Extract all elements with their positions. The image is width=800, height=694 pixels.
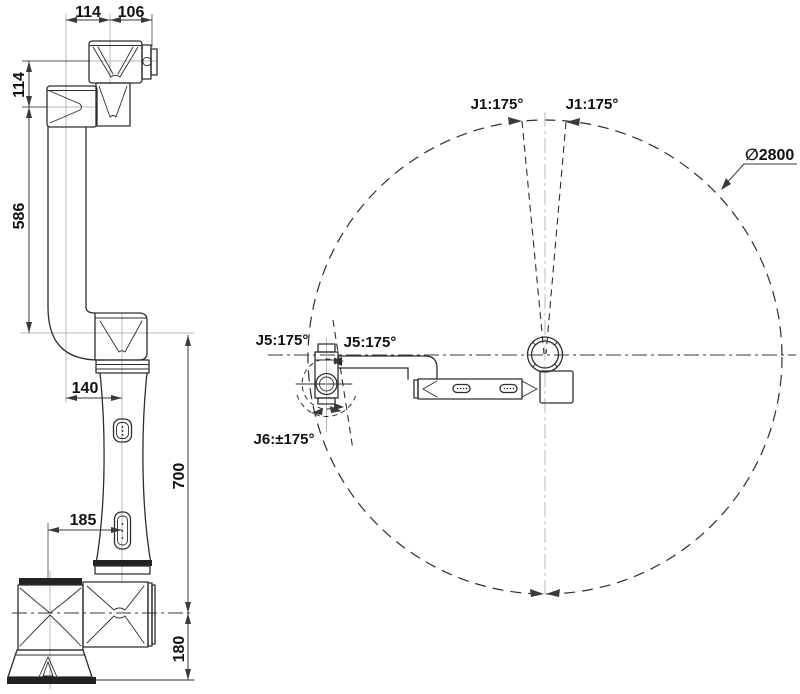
column-base-band: [93, 560, 152, 566]
j5-inner-label: J5:175°: [344, 334, 397, 351]
forearm-and-elbow: [47, 126, 150, 374]
wrist-assembly: [46, 40, 158, 128]
dim-label-base-offset: 185: [70, 512, 97, 529]
dim-label-forearm: 586: [11, 203, 28, 230]
envelope-diameter-label: ∅2800: [745, 147, 794, 164]
j1-left-label: J1:175°: [471, 96, 524, 113]
j5-j6-annotation: J5:175° J5:175° J6:±175°: [254, 319, 397, 451]
dim-label-elbow-offset: 140: [72, 380, 99, 397]
base-bottom-band: [7, 677, 96, 684]
j6-label: J6:±175°: [254, 431, 315, 448]
side-view: 114 106 114 586 140 185 700 180: [7, 4, 195, 689]
base-assembly: [7, 578, 195, 684]
column-port-upper: [112, 418, 133, 443]
flange-plate: [141, 44, 152, 80]
side-centerlines: [12, 14, 194, 689]
dim-label-top-right: 106: [118, 4, 145, 21]
base-ring-inner: [530, 340, 560, 369]
wrist-joint-block: [95, 82, 131, 127]
flange-cap: [150, 48, 158, 76]
j1-limit-annotation: J1:175° J1:175°: [471, 96, 619, 597]
j5-outer-label: J5:175°: [256, 332, 309, 349]
wrist1-housing: [46, 85, 98, 128]
upper-arm-column: [93, 372, 152, 575]
base-ring-outer: [526, 336, 564, 373]
diameter-callout: ∅2800: [721, 147, 797, 190]
top-view: J1:175° J1:175° ∅2800: [254, 96, 797, 598]
j6-limit-line: [332, 319, 354, 451]
elbow-flange: [95, 359, 150, 374]
j1-right-label: J1:175°: [566, 96, 619, 113]
tube-cone-right: [521, 380, 538, 398]
elbow-cone-pattern: [99, 320, 143, 353]
arm-top-view: [295, 336, 574, 432]
arm-port-2: [499, 383, 518, 394]
wrist2-cone-pattern: [92, 46, 139, 78]
base-ring-notches: [532, 341, 558, 368]
dim-label-base-height: 180: [171, 636, 188, 663]
shoulder-block-top: [539, 370, 574, 404]
base-plate-notch: [38, 655, 58, 678]
dim-label-wrist-drop: 114: [11, 72, 28, 98]
wrist1-cone-pattern: [49, 90, 82, 124]
dim-label-column: 700: [171, 463, 188, 490]
arm-port-1: [452, 383, 471, 394]
side-dimensions: 114 106 114 586 140 185 700 180: [11, 4, 191, 680]
elbow-top: [407, 355, 438, 380]
tube-cone-left: [422, 380, 438, 398]
dim-label-top-left: 114: [75, 4, 101, 21]
flange-hole: [142, 56, 152, 67]
shoulder-cone-pattern: [86, 585, 145, 644]
j6-arc: [296, 394, 357, 417]
tool-flange-circle: [315, 372, 338, 396]
joint-cone-pattern: [98, 85, 128, 118]
base-cone-pattern: [19, 587, 82, 647]
base-top-band: [19, 578, 82, 585]
